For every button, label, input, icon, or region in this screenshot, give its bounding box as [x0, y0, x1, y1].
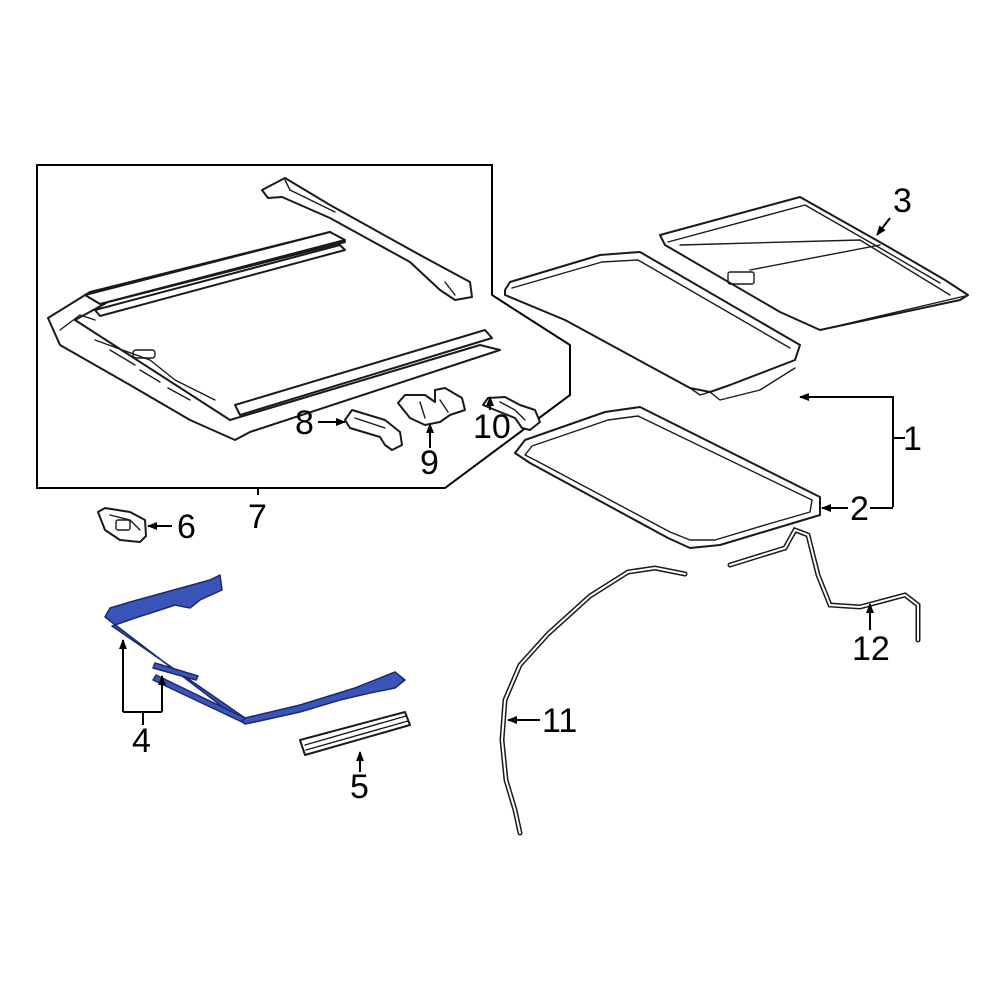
- callout-2: 2: [850, 490, 869, 528]
- part-4-drive-cable: [104, 574, 406, 725]
- leader-4-join: [123, 711, 162, 725]
- callout-11: 11: [542, 702, 577, 740]
- part-3-sunshade: [659, 196, 969, 331]
- callout-6: 6: [177, 508, 196, 546]
- callout-9: 9: [420, 444, 439, 482]
- part-11-weatherstrip: [499, 565, 688, 836]
- part-2-seal: [514, 406, 821, 549]
- sunroof-frame-assembly: [47, 177, 501, 441]
- callout-8: 8: [295, 404, 314, 442]
- callout-12: 12: [852, 630, 890, 668]
- leader-1: [799, 393, 894, 507]
- callout-4: 4: [132, 722, 151, 760]
- part-1-glass-panel: [504, 251, 801, 401]
- part-10-bracket: [482, 396, 541, 431]
- callout-5: 5: [350, 768, 369, 806]
- part-8-bracket: [344, 409, 403, 451]
- callout-1: 1: [903, 420, 922, 458]
- assembly-box-7: [36, 164, 571, 489]
- callout-7: 7: [248, 498, 267, 536]
- part-6-motor: [97, 507, 147, 543]
- part-9-bracket: [397, 387, 466, 426]
- part-12-weatherstrip: [727, 526, 921, 643]
- callout-3: 3: [893, 182, 912, 220]
- leader-3: [876, 217, 891, 236]
- callout-10: 10: [473, 408, 511, 446]
- part-5-trim-strip: [299, 711, 411, 756]
